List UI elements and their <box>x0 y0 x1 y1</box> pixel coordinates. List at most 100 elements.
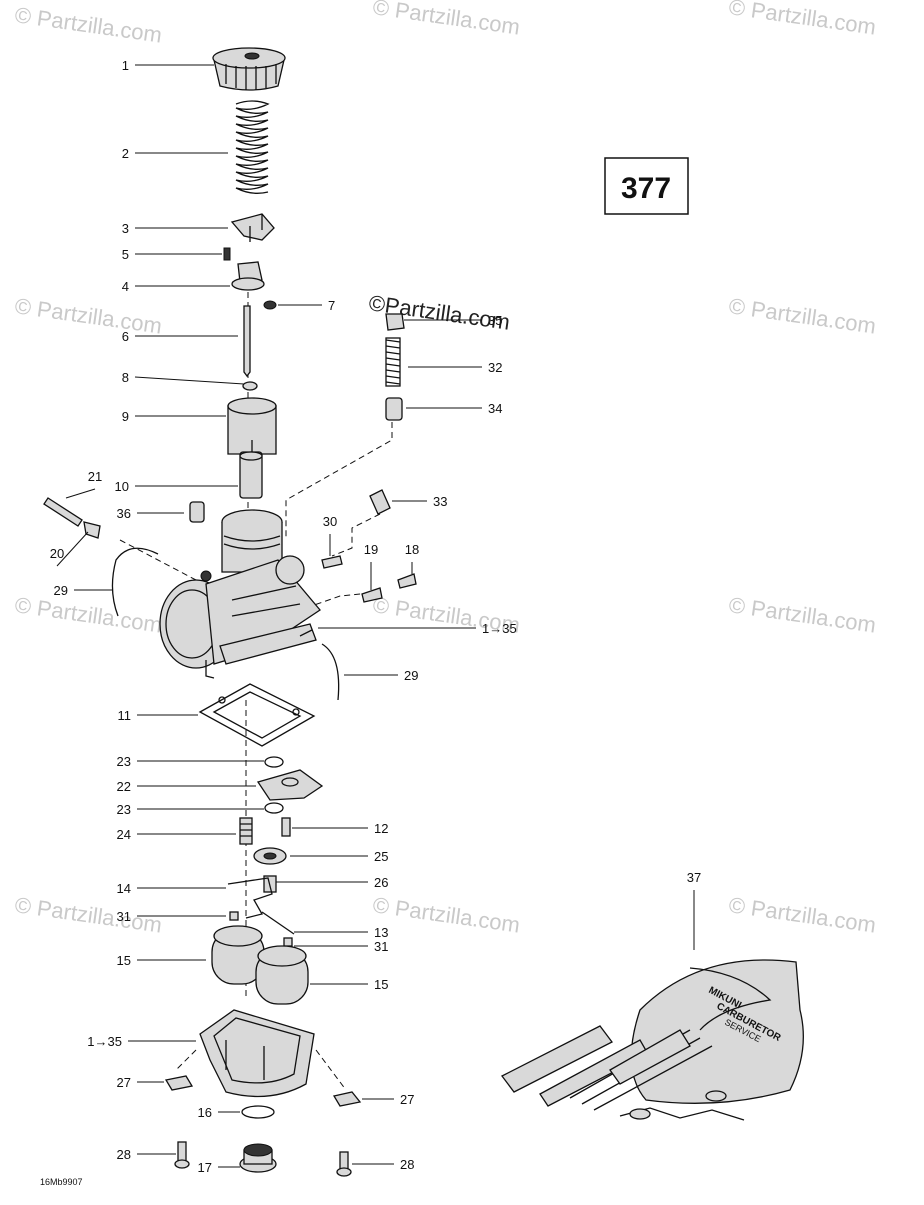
part-35-screw <box>385 313 405 331</box>
part-1-cap <box>212 47 286 91</box>
part-27-clamp-left <box>164 1075 194 1091</box>
callout-label: 29 <box>404 668 418 683</box>
callout-label: 37 <box>687 870 701 885</box>
callout-label: 36 <box>117 506 131 521</box>
callout-label: 15 <box>374 977 388 992</box>
part-2-spring <box>235 100 270 194</box>
part-4-holder <box>231 261 265 291</box>
callout-leader <box>134 376 245 385</box>
part-27-clamp-right <box>332 1091 362 1107</box>
callout-label: 18 <box>405 542 419 557</box>
part-19-screw <box>361 587 383 603</box>
callout-label: 11 <box>118 708 132 723</box>
callout-label: 10 <box>115 479 129 494</box>
watermark-text: © Partzilla.com <box>13 293 163 338</box>
callout-label: 30 <box>323 514 337 529</box>
part-31-pin-right <box>283 937 293 947</box>
callout-label: 33 <box>433 494 447 509</box>
callout-label: 3 <box>122 221 129 236</box>
watermark-text: © Partzilla.com <box>13 592 163 637</box>
part-28-screw-right <box>336 1151 352 1177</box>
callout-label: 27 <box>117 1075 131 1090</box>
part-29-hose-left <box>111 547 159 617</box>
watermark-text: © Partzilla.com <box>13 2 163 47</box>
callout-label: 9 <box>122 409 129 424</box>
callout-label: 16 <box>198 1105 212 1120</box>
callout-label: 13 <box>374 925 388 940</box>
part-25-baffle <box>253 847 287 865</box>
callout-label: 32 <box>488 360 502 375</box>
watermark-text: © Partzilla.com <box>371 0 521 40</box>
callout-label: 28 <box>400 1157 414 1172</box>
callout-label: 15 <box>117 953 131 968</box>
watermark-text: © Partzilla.com <box>727 892 877 937</box>
callout-label: 7 <box>328 298 335 313</box>
part-12-jet <box>281 817 291 837</box>
part-7-eclip <box>263 300 277 310</box>
part-20-fitting <box>83 521 101 539</box>
callout-label: 27 <box>400 1092 414 1107</box>
callout-label: 26 <box>374 875 388 890</box>
callout-label: 31 <box>374 939 388 954</box>
part-30-screw <box>321 555 343 569</box>
callout-label: 5 <box>122 247 129 262</box>
part-9-slide <box>227 397 277 455</box>
callout-leader <box>56 531 89 567</box>
part-16-oring <box>241 1105 275 1119</box>
part-3-clip <box>230 213 275 242</box>
callout-label: 1→35 <box>482 621 517 636</box>
part-8-washer <box>242 381 258 391</box>
callout-label: 14 <box>117 881 131 896</box>
callout-label: 6 <box>122 329 129 344</box>
callout-label: 23 <box>117 802 131 817</box>
watermark-text: © Partzilla.com <box>371 892 521 937</box>
part-31-pin-left <box>229 911 239 921</box>
part-23-oring-top <box>264 756 284 768</box>
callout-label: 35 <box>488 313 502 328</box>
watermark-text: © Partzilla.com <box>727 293 877 338</box>
callout-label: 34 <box>488 401 502 416</box>
part-13-pin <box>261 911 295 935</box>
part-22-plate <box>256 769 324 801</box>
part-11-gasket <box>198 683 316 747</box>
part-32-spring <box>385 337 401 387</box>
callout-label: 21 <box>88 469 102 484</box>
part-18-screw <box>397 573 417 589</box>
callout-label: 2 <box>122 146 129 161</box>
part-33-cap <box>369 489 391 515</box>
carburetor-body <box>159 509 321 679</box>
watermark-text: © Partzilla.com <box>13 892 163 937</box>
float-bowl <box>199 1009 315 1098</box>
watermark-text: © Partzilla.com <box>727 592 877 637</box>
callout-label: 17 <box>198 1160 212 1175</box>
callout-label: 20 <box>50 546 64 561</box>
watermark-text: © Partzilla.com <box>727 0 877 40</box>
callout-label: 25 <box>374 849 388 864</box>
callout-label: 31 <box>117 909 131 924</box>
callout-label: 22 <box>117 779 131 794</box>
part-21-screw <box>43 497 83 527</box>
part-37-tool-kit: MIKUNI CARBURETOR SERVICE <box>501 959 804 1121</box>
callout-label: 12 <box>374 821 388 836</box>
part-6-needle <box>243 305 251 378</box>
callout-label: 4 <box>122 279 129 294</box>
part-34-plunger <box>385 397 403 421</box>
part-17-plug <box>239 1143 277 1173</box>
watermark-layer: © Partzilla.com © Partzilla.com © Partzi… <box>13 0 877 938</box>
callout-label: 28 <box>117 1147 131 1162</box>
part-29-hose-right <box>321 643 340 701</box>
part-15-float-left <box>211 925 265 985</box>
part-5-screw <box>223 247 231 261</box>
callout-label: 29 <box>54 583 68 598</box>
callout-label: 1→35 <box>87 1034 122 1049</box>
part-15-float-right <box>255 945 309 1005</box>
page-number-box: 377 <box>604 157 689 215</box>
part-10-tube <box>239 451 263 499</box>
callout-label: 8 <box>122 370 129 385</box>
part-23-oring-bottom <box>264 802 284 814</box>
callout-label: 1 <box>122 58 129 73</box>
diagram-code: 16Mb9907 <box>40 1177 83 1187</box>
